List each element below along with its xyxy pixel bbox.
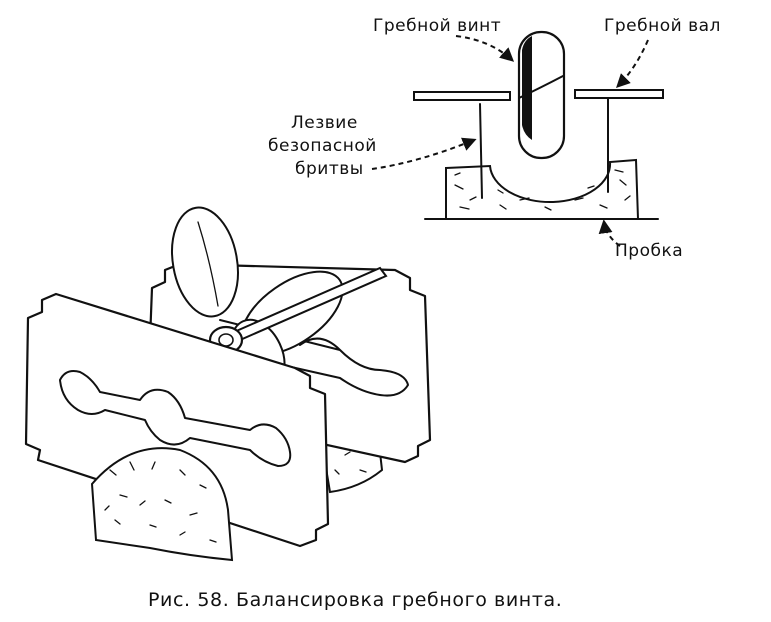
razor-blade-left — [479, 103, 483, 199]
label-cork: Пробка — [615, 241, 683, 261]
label-shaft: Гребной вал — [604, 16, 721, 36]
propeller-blade-top — [171, 206, 239, 318]
arrow-propeller — [455, 35, 515, 62]
label-blade-line1: Лезвие — [291, 113, 358, 133]
arrow-cork — [598, 219, 621, 247]
label-blade-line3: бритвы — [295, 159, 364, 179]
front-razor-blade — [24, 292, 330, 548]
cork-texture — [454, 169, 631, 211]
arrow-shaft — [616, 39, 649, 88]
propeller-shading — [522, 36, 532, 140]
label-blade-line2: безопасной — [268, 136, 377, 156]
front-cork-texture — [104, 461, 217, 543]
perspective-drawing — [24, 206, 432, 562]
arrow-blade — [371, 137, 477, 170]
shaft-right — [574, 89, 664, 99]
shaft-left — [413, 91, 511, 101]
front-blade-slot — [59, 370, 292, 467]
label-propeller: Гребной винт — [373, 16, 501, 36]
schematic-diagram — [413, 30, 664, 220]
front-cork-block — [90, 447, 234, 562]
propeller-blade-top-vein — [197, 221, 219, 307]
cork-block — [445, 158, 640, 220]
figure-caption: Рис. 58. Балансировка гребного винта. — [148, 589, 562, 611]
